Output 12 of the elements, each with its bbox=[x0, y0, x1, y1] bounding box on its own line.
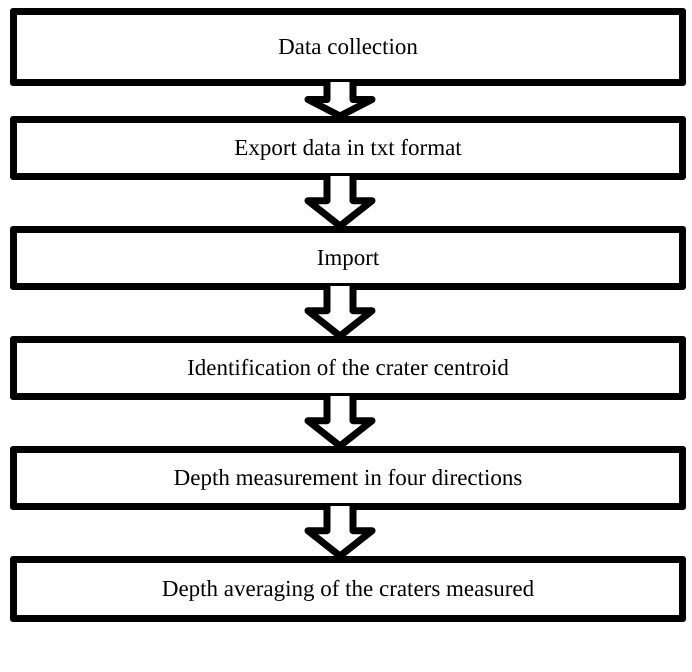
step-label: Export data in txt format bbox=[234, 134, 462, 162]
step-label: Identification of the crater centroid bbox=[187, 354, 509, 382]
process-box bbox=[10, 336, 686, 400]
step-label: Data collection bbox=[278, 32, 418, 61]
step-label: Depth measurement in four directions bbox=[174, 464, 522, 492]
process-box bbox=[10, 116, 686, 180]
process-box bbox=[10, 8, 686, 86]
process-box bbox=[10, 226, 686, 290]
step-label: Import bbox=[316, 244, 380, 272]
step-label: Depth averaging of the craters measured bbox=[162, 574, 534, 603]
process-box bbox=[10, 446, 686, 510]
process-box bbox=[10, 556, 686, 622]
